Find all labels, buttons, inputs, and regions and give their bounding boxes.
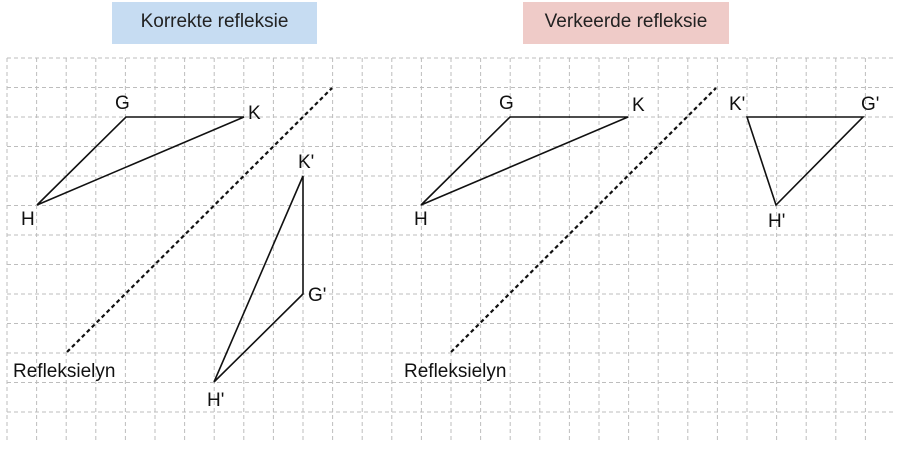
- label-h-prime: H': [768, 211, 785, 232]
- label-h-prime: H': [207, 390, 224, 411]
- triangle-ghk-image: [745, 116, 865, 207]
- reflection-line-label: Refleksielyn: [404, 361, 506, 382]
- grid: [6, 57, 895, 441]
- label-k-prime: K': [298, 152, 314, 173]
- label-g: G: [115, 93, 130, 114]
- title-wrong-reflection: Verkeerde refleksie: [523, 2, 729, 44]
- reflection-line: [66, 87, 333, 353]
- label-g-prime: G': [861, 94, 879, 115]
- label-k-prime: K': [729, 94, 745, 115]
- wrong-panel: G K H K' G' H' Refleksielyn: [404, 87, 879, 382]
- triangle-ghk: [36, 116, 245, 206]
- reflection-line: [450, 87, 717, 353]
- label-h: H: [414, 209, 428, 230]
- label-h: H: [21, 209, 35, 230]
- label-k: K: [248, 103, 261, 124]
- label-k: K: [632, 95, 645, 116]
- correct-panel: G K H K' G' H' Refleksielyn: [13, 87, 333, 411]
- reflection-line-label: Refleksielyn: [13, 361, 115, 382]
- label-g: G: [499, 93, 514, 114]
- triangle-ghk: [420, 116, 629, 206]
- label-g-prime: G': [308, 285, 326, 306]
- triangle-ghk-image: [213, 175, 304, 383]
- title-correct-reflection: Korrekte refleksie: [112, 2, 317, 44]
